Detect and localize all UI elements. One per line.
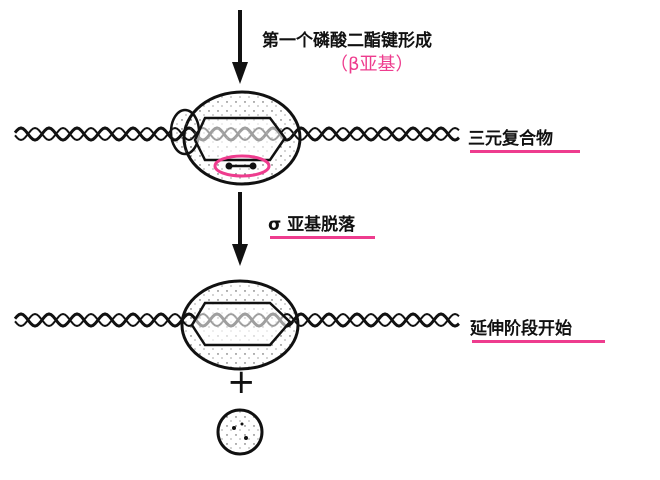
sigma-release-label: σ 亚基脱落 bbox=[268, 215, 356, 235]
elongation-complex bbox=[180, 279, 300, 371]
down-arrow-2 bbox=[232, 192, 248, 266]
elongation-start-label: 延伸阶段开始 bbox=[470, 319, 572, 339]
elongation-start-underline bbox=[472, 340, 605, 343]
beta-subunit-label: （β亚基） bbox=[330, 54, 414, 75]
sigma-release-underline bbox=[270, 236, 375, 239]
ternary-complex-label: 三元复合物 bbox=[468, 129, 553, 149]
ternary-complex bbox=[169, 90, 302, 186]
beta-subunit-highlight bbox=[213, 154, 271, 178]
plus-sign: + bbox=[227, 362, 256, 402]
ternary-complex-underline bbox=[470, 150, 580, 153]
down-arrow-1 bbox=[232, 10, 248, 84]
step1-title: 第一个磷酸二酯键形成 bbox=[262, 31, 432, 51]
sigma-subunit bbox=[216, 408, 264, 456]
